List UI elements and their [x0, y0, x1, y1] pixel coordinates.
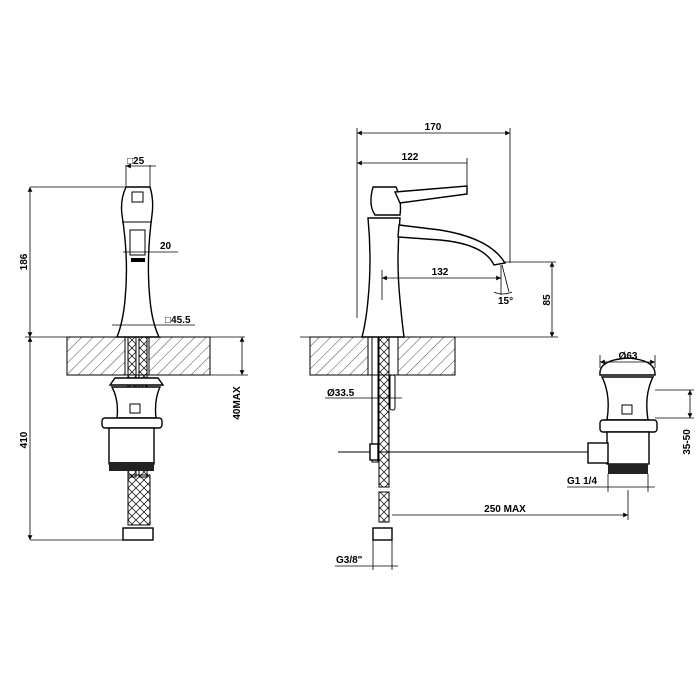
waste-view: Ø63 35-50 G1 1/4	[567, 351, 694, 492]
hose	[378, 336, 390, 488]
label-186: 186	[19, 253, 30, 270]
lever	[393, 185, 468, 204]
label-15: 15°	[498, 296, 513, 307]
side-view: 170 122 132 15° 85 Ø33.5 250 MAX G3/8"	[300, 122, 629, 570]
spout	[397, 224, 507, 266]
waste-flange	[599, 419, 658, 433]
label-170: 170	[425, 122, 442, 133]
angle-line	[501, 264, 510, 293]
waste-slot	[129, 403, 141, 414]
waste-tailpiece	[606, 431, 650, 465]
waste-flange	[101, 417, 163, 429]
label-25: □25	[127, 156, 145, 167]
rod-connector	[587, 442, 609, 464]
waste-tailpiece	[108, 427, 155, 465]
label-40max: 40MAX	[232, 386, 243, 420]
aerator-outline	[129, 229, 146, 256]
label-250max: 250 MAX	[484, 504, 526, 515]
waste-cap	[108, 377, 165, 386]
front-view: 186 410 □25 20 □45.5 40MAX	[19, 156, 248, 541]
label-63: Ø63	[619, 351, 638, 362]
shank-stud	[389, 374, 396, 411]
hose-nut	[122, 527, 154, 541]
dim-15	[493, 291, 513, 295]
waste-thread	[608, 464, 648, 474]
label-132: 132	[432, 267, 449, 278]
hose-nut	[372, 527, 393, 541]
shank	[371, 336, 379, 463]
label-g1-1-4: G1 1/4	[567, 476, 597, 487]
label-122: 122	[402, 152, 419, 163]
label-35-50: 35-50	[682, 429, 693, 455]
label-410: 410	[19, 431, 30, 448]
hose-lower	[378, 491, 390, 523]
lower-hoses	[127, 474, 151, 526]
waste-slot	[621, 404, 633, 415]
label-20: 20	[160, 241, 172, 252]
lever-square	[131, 191, 144, 203]
aerator	[131, 258, 145, 262]
lever-body	[370, 186, 402, 216]
label-45-5: □45.5	[165, 315, 191, 326]
label-85: 85	[542, 294, 553, 306]
waste-thread	[109, 462, 154, 471]
label-33-5: Ø33.5	[327, 388, 355, 399]
rod-clamp	[369, 443, 379, 461]
label-g3-8: G3/8"	[336, 555, 363, 566]
